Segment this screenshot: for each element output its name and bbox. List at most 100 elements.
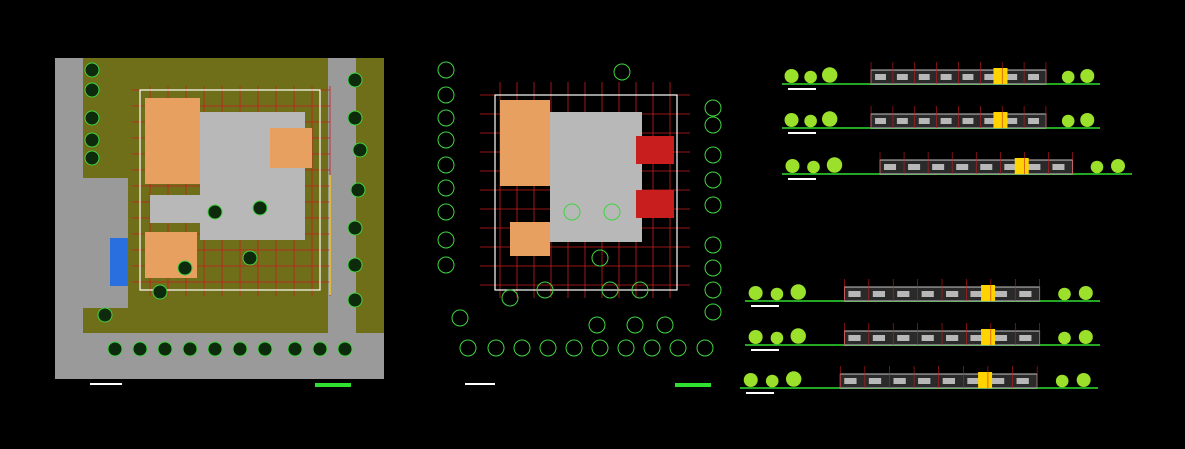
tree-icon [487, 339, 505, 357]
tree-icon [539, 339, 557, 357]
window [844, 378, 857, 384]
tree-foliage-icon [826, 157, 843, 173]
tree-foliage-icon [784, 69, 799, 83]
elevation-5 [745, 323, 1100, 351]
tree-icon [704, 303, 722, 321]
tree-foliage-icon [748, 330, 763, 344]
tree-icon [669, 339, 687, 357]
tree-icon [337, 341, 353, 357]
elevation-4 [745, 279, 1100, 307]
tree-icon [157, 341, 173, 357]
window [946, 335, 959, 341]
window [872, 335, 886, 341]
window [918, 74, 930, 80]
tree-foliage-icon [1058, 331, 1071, 345]
pool [110, 238, 128, 286]
tree-icon [84, 132, 100, 148]
tree-icon [437, 231, 455, 249]
tree-icon [704, 196, 722, 214]
accent-panel [1014, 158, 1029, 174]
tree-icon [152, 284, 168, 300]
window [942, 378, 955, 384]
floor-plaza [550, 112, 642, 242]
tree-foliage-icon [784, 113, 799, 127]
room-block-nw [145, 98, 200, 184]
elevation-2 [782, 106, 1100, 134]
tree-foliage-icon [1055, 374, 1069, 388]
site-plan-scale-bar [315, 383, 351, 387]
road-west [55, 58, 83, 379]
tree-icon [565, 339, 583, 357]
window [896, 74, 908, 80]
tree-icon [704, 259, 722, 277]
window [918, 118, 930, 124]
window [921, 335, 934, 341]
window [921, 291, 934, 297]
window [848, 291, 861, 297]
window [875, 118, 886, 124]
window [1006, 118, 1018, 124]
window [908, 164, 921, 170]
accent-panel [981, 329, 996, 345]
tree-icon [588, 316, 606, 334]
tree-foliage-icon [822, 111, 838, 127]
tree-foliage-icon [748, 286, 763, 300]
floor-trees [437, 61, 722, 357]
tree-icon [704, 146, 722, 164]
tree-icon [704, 171, 722, 189]
tree-icon [312, 341, 328, 357]
tree-icon [182, 341, 198, 357]
tree-foliage-icon [804, 114, 817, 128]
tree-icon [704, 116, 722, 134]
tree-icon [696, 339, 714, 357]
window [967, 378, 980, 384]
building-footprint [139, 89, 321, 291]
window [884, 164, 897, 170]
tree-icon [232, 341, 248, 357]
tree-foliage-icon [807, 160, 820, 174]
floor-plan-scale-bar [675, 383, 711, 387]
tree-foliage-icon [804, 70, 817, 84]
tree-icon [84, 62, 100, 78]
accent-panel [978, 372, 993, 388]
window [984, 74, 996, 80]
tree-icon [347, 220, 363, 236]
tree-icon [437, 256, 455, 274]
window [918, 378, 931, 384]
tree-icon [603, 203, 621, 221]
tree-icon [352, 142, 368, 158]
tree-icon [437, 109, 455, 127]
tree-foliage-icon [1090, 160, 1104, 174]
elevations [740, 62, 1132, 394]
floor-outline [494, 94, 678, 291]
tree-icon [177, 260, 193, 276]
window [962, 74, 974, 80]
tree-foliage-icon [1061, 70, 1075, 84]
window [940, 74, 952, 80]
elevation-title-bar [751, 305, 779, 307]
elevation-3 [782, 152, 1132, 180]
tree-foliage-icon [1061, 114, 1075, 128]
tree-icon [601, 281, 619, 299]
window [893, 378, 906, 384]
tree-foliage-icon [770, 331, 784, 345]
tree-foliage-icon [1076, 373, 1091, 387]
tree-icon [437, 61, 455, 79]
floor-rooms-nw [500, 100, 550, 186]
floor-plan [437, 61, 722, 387]
tree-icon [97, 307, 113, 323]
tree-icon [513, 339, 531, 357]
elevation-6 [740, 366, 1098, 394]
site-plan-title-bar [90, 383, 122, 385]
site-plan [55, 58, 384, 387]
floor-plan-title-bar [465, 383, 495, 385]
tree-foliage-icon [1078, 286, 1093, 300]
court-yard [150, 195, 200, 223]
tree-icon [287, 341, 303, 357]
tree-icon [252, 200, 268, 216]
tree-icon [704, 99, 722, 117]
window [896, 118, 908, 124]
tree-foliage-icon [743, 373, 758, 387]
